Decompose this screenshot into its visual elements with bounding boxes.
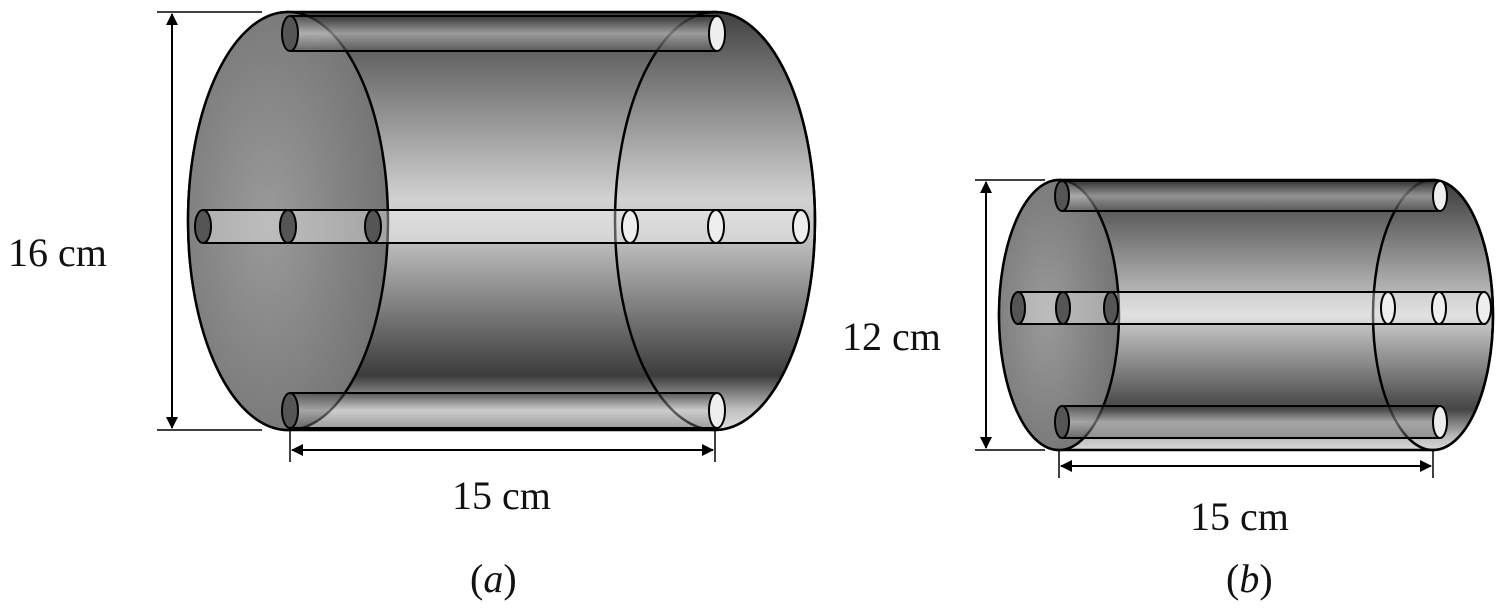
phantom-b-length-dimension xyxy=(1058,450,1434,478)
phantom-a: 16 cm 15 cm (a) xyxy=(8,10,817,601)
phantom-a-length-label: 15 cm xyxy=(452,473,551,518)
phantom-a-height-dimension xyxy=(157,11,262,431)
phantom-b-caption: (b) xyxy=(1226,556,1273,601)
phantom-a-rod-center xyxy=(194,209,810,244)
phantom-a-rod-bottom xyxy=(281,392,726,429)
phantom-b-length-label: 15 cm xyxy=(1190,494,1289,539)
phantom-b-height-dimension xyxy=(975,179,1045,451)
phantom-a-length-dimension xyxy=(289,430,716,462)
phantom-b-rod-top xyxy=(1054,180,1448,212)
phantom-b: 12 cm 15 cm (b) xyxy=(842,178,1495,601)
phantom-b-rod-bottom xyxy=(1054,405,1448,439)
phantom-a-rod-top xyxy=(281,15,726,52)
phantom-b-rod-center xyxy=(1010,291,1492,325)
phantom-a-height-label: 16 cm xyxy=(8,230,107,275)
phantom-b-height-label: 12 cm xyxy=(842,314,941,359)
phantom-a-caption: (a) xyxy=(470,556,517,601)
